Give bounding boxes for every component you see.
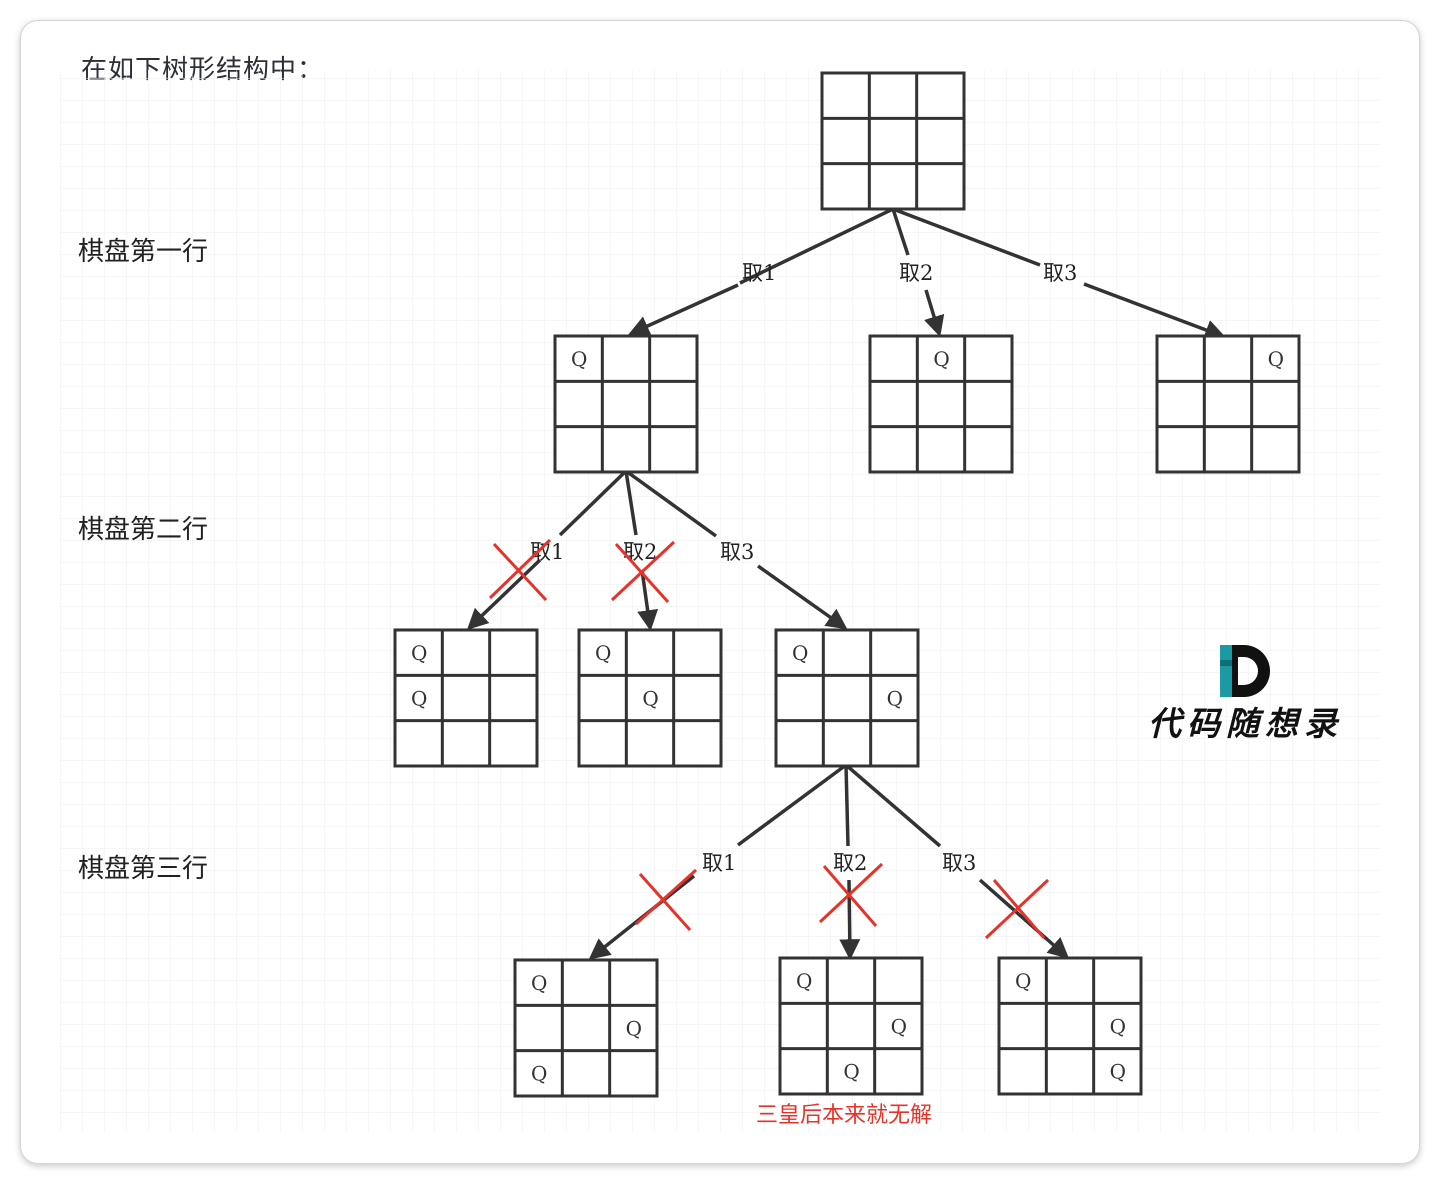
board-r3c3: QQQ <box>997 956 1143 1096</box>
edges-level-2 <box>470 469 844 627</box>
board-frame <box>778 956 924 1096</box>
row-label-2: 棋盘第二行 <box>78 515 208 545</box>
board-frame <box>774 628 920 768</box>
queen-mark: Q <box>796 969 812 993</box>
edge-label-l2-3: 取3 <box>720 540 754 564</box>
board-frame <box>513 958 659 1098</box>
edges-level-1 <box>632 207 1222 336</box>
queen-mark: Q <box>1015 969 1031 993</box>
board-frame <box>393 628 539 768</box>
board-frame <box>553 334 699 474</box>
board-r1c3: Q <box>1155 334 1301 474</box>
queen-mark: Q <box>1268 347 1284 371</box>
cross-l3-1 <box>634 868 698 931</box>
queen-mark: Q <box>933 347 949 371</box>
edge-label-l1-3: 取3 <box>1043 261 1077 285</box>
queen-mark: Q <box>1110 1014 1126 1038</box>
board-r1c1: Q <box>553 334 699 474</box>
cross-l3-3 <box>984 878 1050 940</box>
board-frame <box>997 956 1143 1096</box>
board-r3c2: Q Q Q <box>778 956 924 1096</box>
board-root <box>820 71 966 211</box>
cross-l2-1 <box>488 538 552 602</box>
queen-mark: Q <box>642 686 658 710</box>
queen-mark: Q <box>887 686 903 710</box>
queen-mark: Q <box>891 1014 907 1038</box>
board-r2c2: QQ <box>577 628 723 768</box>
queen-mark: Q <box>1110 1060 1126 1084</box>
edge-label-l3-1: 取1 <box>702 851 736 875</box>
edge-root-to-r1c3 <box>892 207 1222 336</box>
pruned-crosses <box>488 538 1050 940</box>
board-frame <box>577 628 723 768</box>
queen-mark: Q <box>792 641 808 665</box>
edge-label-l3-2: 取2 <box>833 851 867 875</box>
board-r2c1: QQ <box>393 628 539 768</box>
queen-mark: Q <box>843 1060 859 1084</box>
queen-mark: Q <box>411 686 427 710</box>
queen-mark: Q <box>571 347 587 371</box>
edge-r1c1-to-r2c3 <box>624 469 844 627</box>
edge-r2c3-to-r3c3 <box>844 763 1066 956</box>
edge-label-l1-1: 取1 <box>742 261 776 285</box>
edge-r1c1-to-r2c1 <box>470 469 628 627</box>
board-r2c3: QQ <box>774 628 920 768</box>
queen-mark: Q <box>531 971 547 995</box>
board-frame <box>820 71 966 211</box>
edge-label-l3-3: 取3 <box>942 851 976 875</box>
logo-letter-d <box>1220 645 1270 697</box>
row-label-3: 棋盘第三行 <box>78 854 208 884</box>
board-r3c1: Q Q Q <box>513 958 659 1098</box>
no-solution-note: 三皇后本来就无解 <box>756 1103 932 1128</box>
board-r1c2: Q <box>868 334 1014 474</box>
board-frame <box>1155 334 1301 474</box>
cross-l3-2 <box>818 862 884 927</box>
logo: 代码随想录 <box>1148 645 1343 743</box>
cross-l2-2 <box>610 540 676 604</box>
grid-background <box>60 70 1380 1132</box>
queen-mark: Q <box>595 641 611 665</box>
queen-mark: Q <box>626 1016 642 1040</box>
edge-label-l1-2: 取2 <box>899 261 933 285</box>
row-label-1: 棋盘第一行 <box>78 237 208 267</box>
logo-text: 代码随想录 <box>1148 704 1343 743</box>
queen-mark: Q <box>531 1062 547 1086</box>
board-frame <box>868 334 1014 474</box>
edge-root-to-r1c1 <box>632 207 894 333</box>
edge-r1c1-to-r2c2 <box>624 470 650 627</box>
queen-mark: Q <box>411 641 427 665</box>
edge-root-to-r1c2 <box>891 208 939 333</box>
